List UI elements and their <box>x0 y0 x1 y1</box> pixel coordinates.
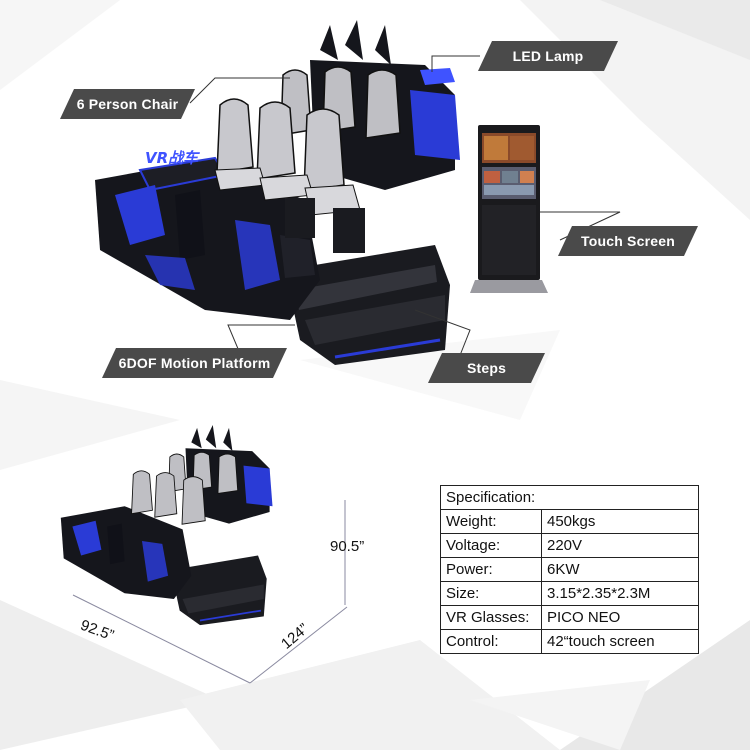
spec-value: 450kgs <box>541 509 699 534</box>
spec-key: VR Glasses: <box>440 605 542 630</box>
motion-platform-illustration: VR战车 <box>95 20 460 365</box>
table-row: Size: 3.15*2.35*2.3M <box>440 581 699 606</box>
table-row: Control: 42“touch screen <box>440 629 699 654</box>
table-row: VR Glasses: PICO NEO <box>440 605 699 630</box>
spec-value: PICO NEO <box>541 605 699 630</box>
callout-person-chair: 6 Person Chair <box>60 89 195 119</box>
table-row: Weight: 450kgs <box>440 509 699 534</box>
spec-key: Power: <box>440 557 542 582</box>
specification-table: Specification: Weight: 450kgs Voltage: 2… <box>440 485 699 654</box>
callout-motion-platform: 6DOF Motion Platform <box>102 348 287 378</box>
dimension-height: 90.5” <box>330 538 365 555</box>
spec-key: Voltage: <box>440 533 542 558</box>
spec-value: 6KW <box>541 557 699 582</box>
callout-steps: Steps <box>428 353 545 383</box>
spec-key: Control: <box>440 629 542 654</box>
spec-key: Size: <box>440 581 542 606</box>
spec-header-row: Specification: <box>440 485 699 510</box>
table-row: Power: 6KW <box>440 557 699 582</box>
spec-key: Weight: <box>440 509 542 534</box>
spec-value: 42“touch screen <box>541 629 699 654</box>
touch-screen-kiosk <box>470 125 548 293</box>
machine-badge: VR战车 <box>145 149 200 167</box>
spec-value: 220V <box>541 533 699 558</box>
dimension-illustration <box>60 425 348 684</box>
spec-header: Specification: <box>440 485 699 510</box>
spec-value: 3.15*2.35*2.3M <box>541 581 699 606</box>
callout-led-lamp: LED Lamp <box>478 41 618 71</box>
callout-touch-screen: Touch Screen <box>558 226 698 256</box>
table-row: Voltage: 220V <box>440 533 699 558</box>
